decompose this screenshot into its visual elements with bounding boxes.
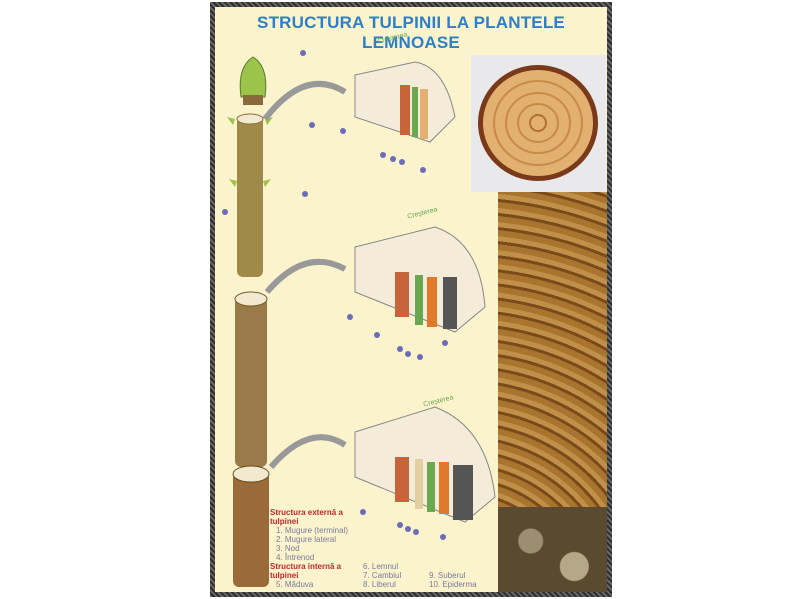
legend-item: 4. Întrenod [276,553,315,562]
external-heading: Structura externă a tulpinei [270,508,343,526]
legend-item: 3. Nod [276,544,300,553]
arrow-3 [268,434,347,469]
legend-col-2: 6. Lemnul 7. Cambiul 8. Liberul [363,562,401,589]
stem-illustrations [222,50,496,587]
cross-section-wedge-3 [354,406,496,523]
stem-section-3 [232,465,270,587]
legend-item: 7. Cambiul [363,571,402,580]
legend-item: 5. Măduva [276,580,314,589]
legend-item: 10. Epiderma [429,580,477,589]
cross-section-wedge-2 [354,226,486,333]
wood-grain-photo [498,192,607,512]
poster-body: STRUCTURA TULPINII LA PLANTELE LEMNOASE [215,7,607,592]
legend-item: 9. Suberul [429,571,466,580]
tree-ring-image [478,65,598,181]
poster-title: STRUCTURA TULPINII LA PLANTELE LEMNOASE [257,13,565,52]
legend-item: 1. Mugure (terminal) [276,526,349,535]
legend-item: 2. Mugure lateral [276,535,337,544]
twig-illustration [227,113,273,277]
legend-col-3: 9. Suberul 10. Epiderma [429,571,477,589]
stem-section-2 [234,291,268,467]
label-markers [222,50,448,540]
legend-item: 6. Lemnul [363,562,399,571]
arrow-2 [264,258,347,294]
poster-frame: STRUCTURA TULPINII LA PLANTELE LEMNOASE [210,2,612,597]
cross-section-wedge-1 [354,61,456,143]
wood-slice-photo [471,55,606,192]
terminal-bud-illustration [239,56,267,105]
internal-heading: Structura internă a tulpinei [270,562,342,580]
legend-structure: Structura externă a tulpinei 1. Mugure (… [270,508,356,589]
legend-item: 8. Liberul [363,580,396,589]
bark-photo [498,507,607,592]
arrow-1 [262,81,347,121]
